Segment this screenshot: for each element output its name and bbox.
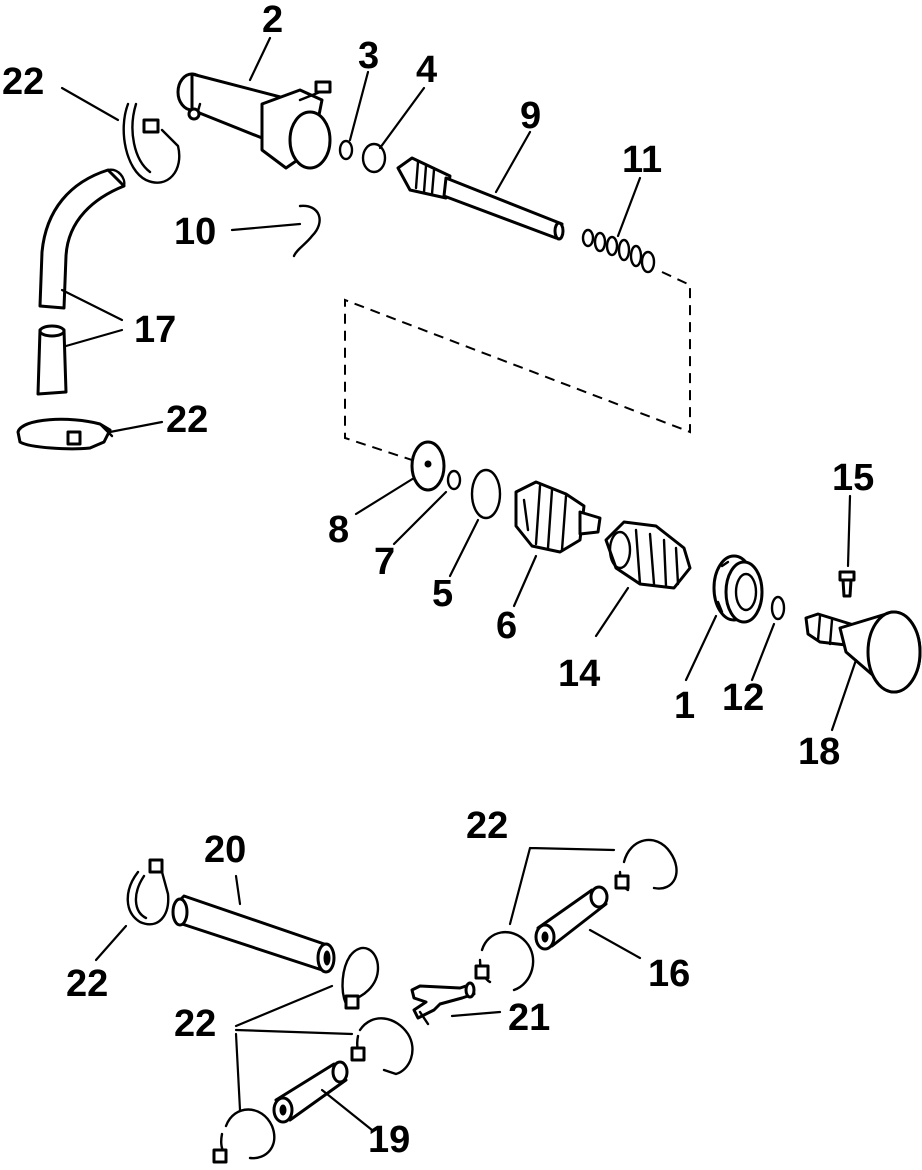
gasket-part [470, 468, 502, 520]
hose-clamp-lower-part [16, 417, 114, 451]
callout-22-lower-right: 22 [466, 805, 508, 847]
upper-hose-part [36, 168, 126, 396]
callout-17: 17 [134, 309, 176, 351]
callout-18: 18 [798, 731, 840, 773]
callout-15: 15 [832, 457, 874, 499]
hose-clamp-center-part [350, 1017, 414, 1076]
hose-clamp-top-part [122, 102, 181, 184]
short-hose-left-part [272, 1060, 349, 1124]
threaded-fitting-part [604, 520, 692, 590]
retaining-clip-part [292, 204, 321, 258]
callout-22-mid: 22 [166, 399, 208, 441]
spring-part [581, 228, 656, 274]
callout-5: 5 [432, 573, 453, 615]
callout-14: 14 [558, 653, 600, 695]
callout-6: 6 [496, 605, 517, 647]
callout-9: 9 [520, 95, 541, 137]
callout-16: 16 [648, 953, 690, 995]
callout-labels: 2 3 4 9 11 10 22 17 22 8 7 5 6 14 1 12 1… [2, 0, 874, 1161]
tee-fitting-part [410, 981, 476, 1026]
stem-o-ring-part [770, 595, 786, 621]
callout-12: 12 [722, 677, 764, 719]
callout-4: 4 [416, 49, 437, 91]
valve-stem-part [396, 156, 565, 241]
hose-clamp-right-lower-part [474, 930, 535, 992]
callout-11: 11 [622, 139, 662, 181]
o-ring-part [361, 142, 387, 174]
callout-21: 21 [508, 997, 550, 1039]
hose-clamp-mid-part [341, 946, 380, 1010]
hose-clamp-bottom-part [212, 1108, 276, 1164]
valve-body-part [514, 480, 602, 554]
control-knob-part [804, 610, 922, 694]
callout-22-top: 22 [2, 61, 44, 103]
screw-part [838, 570, 856, 598]
callout-20: 20 [204, 829, 246, 871]
callout-3: 3 [358, 35, 379, 77]
assembly-guide-frame [344, 271, 691, 463]
callout-2: 2 [262, 0, 283, 41]
leader-lines [60, 36, 858, 1132]
small-seal-part [446, 469, 462, 491]
short-hose-right-part [534, 885, 609, 951]
callout-8: 8 [328, 509, 349, 551]
callout-22-lower-left: 22 [66, 963, 108, 1005]
lower-hose-part [171, 894, 336, 974]
callout-1: 1 [674, 685, 695, 727]
valve-housing-part [176, 72, 332, 170]
small-o-ring-part [338, 139, 354, 161]
retaining-nut-part [712, 554, 764, 624]
callout-7: 7 [374, 541, 395, 583]
hose-clamp-right-upper-part [614, 838, 678, 892]
callout-10: 10 [174, 211, 216, 253]
callout-22-lower-center: 22 [174, 1003, 216, 1045]
hose-clamp-left-part [126, 858, 170, 926]
washer-part [410, 440, 446, 492]
callout-19: 19 [368, 1119, 410, 1161]
